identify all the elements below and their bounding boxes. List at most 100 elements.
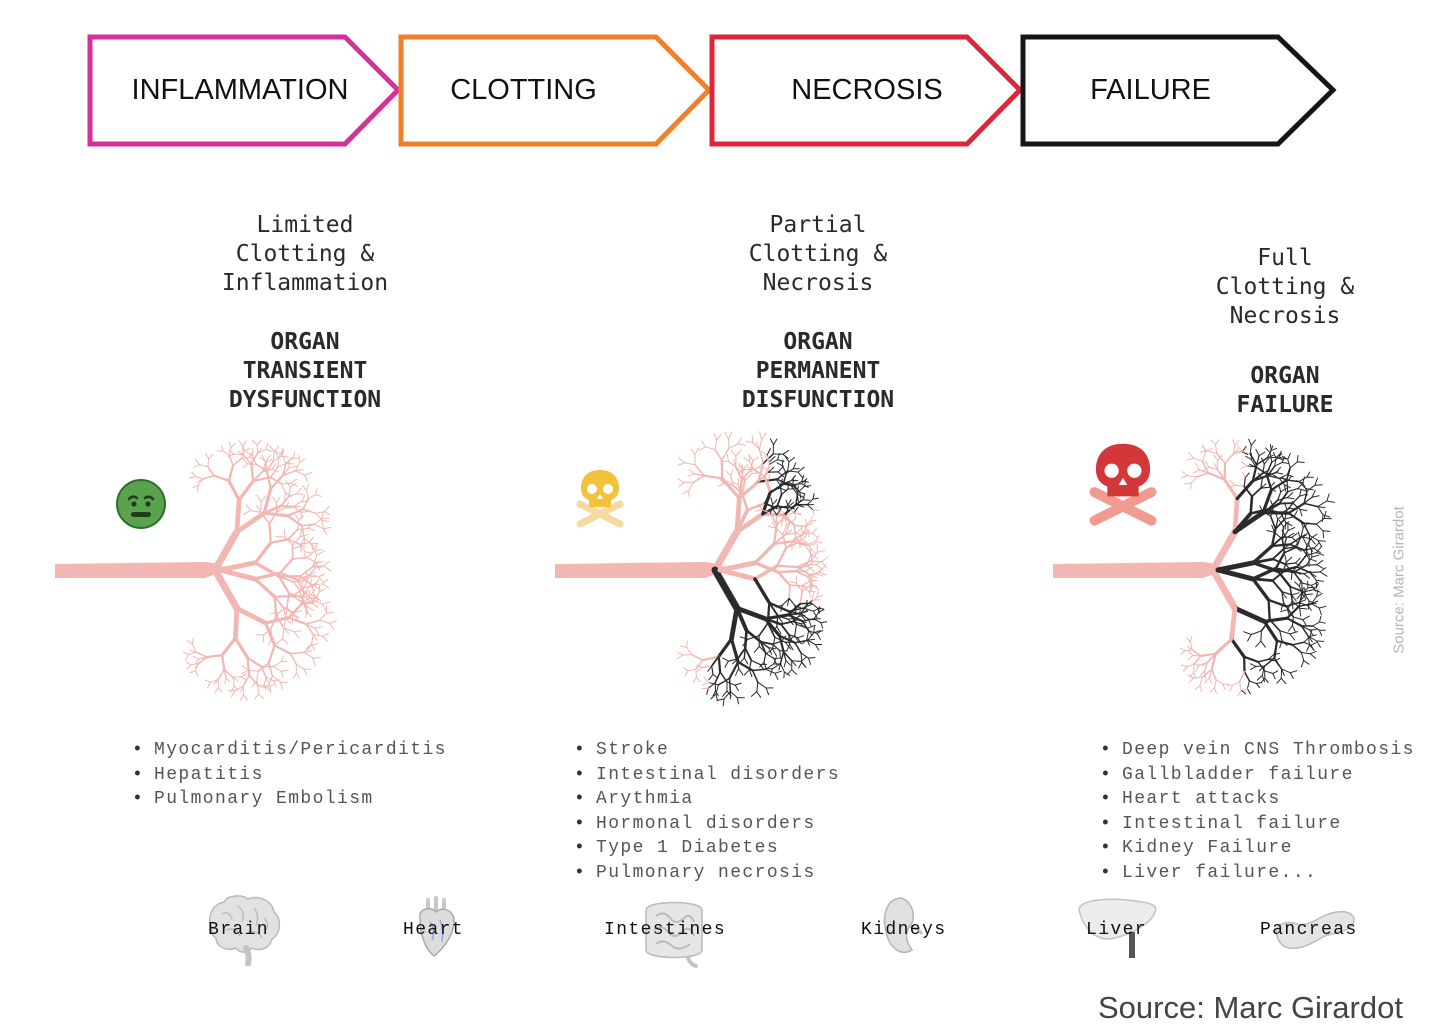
vessel-branch (1292, 564, 1300, 571)
list-item: Hepatitis (132, 763, 447, 788)
vessel-branch (258, 693, 265, 699)
vessel-branch (1302, 476, 1305, 484)
vessel-branch (1261, 473, 1269, 480)
vessel-branch (797, 485, 805, 494)
vessel-branch (1306, 484, 1316, 492)
vessel-branch (1250, 663, 1257, 667)
vessel-branch (1182, 666, 1188, 672)
vessel-branch (1275, 456, 1284, 461)
vessel-branch (812, 509, 815, 516)
vessel-branch (256, 439, 262, 446)
vessel-branch (1229, 685, 1233, 692)
vessel-branch (798, 533, 804, 543)
vessel-branch (1206, 652, 1217, 664)
vessel-branch (800, 526, 804, 535)
vessel-branch (1224, 453, 1235, 464)
vessel-branch (305, 643, 312, 650)
vessel-branch (751, 669, 759, 684)
vessel-branch (1188, 452, 1194, 459)
vessel-branch (308, 590, 311, 599)
vessel-branch (296, 578, 305, 593)
vessel-branch (791, 669, 797, 675)
vessel-branch (251, 455, 257, 465)
column-3-organ-status: ORGAN FAILURE (1236, 363, 1334, 418)
vessel-branch (799, 590, 803, 605)
vessel-branch (1285, 532, 1295, 539)
vessel-branch (1287, 487, 1299, 493)
vessel-branch (1291, 600, 1301, 609)
vessel-branch (1296, 566, 1311, 574)
vessel-branch (217, 669, 226, 681)
vessel-branch (737, 437, 742, 445)
vessel-branch (1285, 601, 1300, 608)
vessel-branch (198, 656, 208, 660)
vessel-branch (774, 636, 786, 643)
vessel-branch (776, 546, 788, 568)
vessel-branch (748, 659, 752, 671)
vessel-branch (1271, 456, 1280, 463)
vessel-branch (287, 538, 301, 545)
vessel-branch (306, 556, 317, 564)
vessel-branch (233, 636, 250, 660)
vessel-branch (765, 687, 770, 696)
vessel-branch (730, 450, 737, 457)
vessel-branch (189, 476, 196, 479)
vessel-branch (1264, 670, 1274, 674)
vessel-branch (199, 464, 209, 468)
vessel-branch (232, 457, 243, 467)
vessel-branch (694, 447, 699, 456)
vessel-branch (776, 479, 781, 486)
vessel-branch (777, 570, 797, 574)
vessel-branch (232, 605, 240, 641)
vessel-branch (317, 573, 325, 578)
vessel-branch (197, 478, 204, 486)
vessel-branch (1310, 538, 1316, 545)
vessel-branch (287, 616, 308, 626)
vessel-branch (726, 690, 732, 697)
vessel-branch (737, 658, 740, 670)
vessel-branch (326, 612, 335, 614)
vessel-branch (682, 489, 690, 495)
vessel-branch (1258, 451, 1266, 457)
vessel-branch (722, 690, 728, 697)
vessel-branch (813, 625, 815, 634)
column-1-organ-status: ORGAN TRANSIENT DYSFUNCTION (228, 329, 382, 413)
vessel-branch (1280, 677, 1287, 685)
vessel-branch (268, 662, 274, 677)
vessel-branch (676, 654, 684, 660)
vessel-branch (259, 456, 267, 462)
stage-arrow-inflammation (87, 34, 402, 147)
vessel-branch (1186, 663, 1195, 668)
vessel-branch (1298, 602, 1309, 606)
vessel-branch (299, 528, 303, 538)
vessel-branch (720, 476, 741, 500)
vessel-branch (1205, 460, 1210, 468)
vessel-branch (1271, 579, 1283, 593)
vessel-branch (1309, 535, 1319, 542)
vessel-branch (777, 453, 780, 461)
vessel-branch (185, 662, 192, 666)
vessel-branch (777, 571, 792, 587)
vessel-branch (1249, 444, 1252, 455)
vessel-branch (1281, 591, 1287, 599)
vessel-branch (256, 670, 259, 682)
vessel-branch (266, 460, 275, 473)
vessel-branch (242, 454, 253, 465)
vessel-branch (1234, 439, 1240, 446)
column-2-description: Partial Clotting & Necrosis (748, 212, 888, 296)
vessel-branch (1280, 507, 1291, 514)
vessel-branch (253, 571, 282, 581)
vessel-branch (319, 619, 331, 624)
vessel-branch (298, 515, 304, 521)
vessel-branch (807, 639, 816, 645)
vessel-branch (306, 550, 316, 559)
vessel-branch (815, 564, 823, 570)
vessel-branch (296, 492, 304, 496)
vessel-branch (767, 474, 771, 483)
vessel-branch (786, 597, 790, 606)
vessel-branch (1180, 650, 1186, 655)
vessel-branch (1180, 664, 1188, 668)
vessel-branch (1216, 468, 1226, 481)
vessel-branch (1298, 476, 1308, 483)
vessel-branch (286, 514, 303, 527)
